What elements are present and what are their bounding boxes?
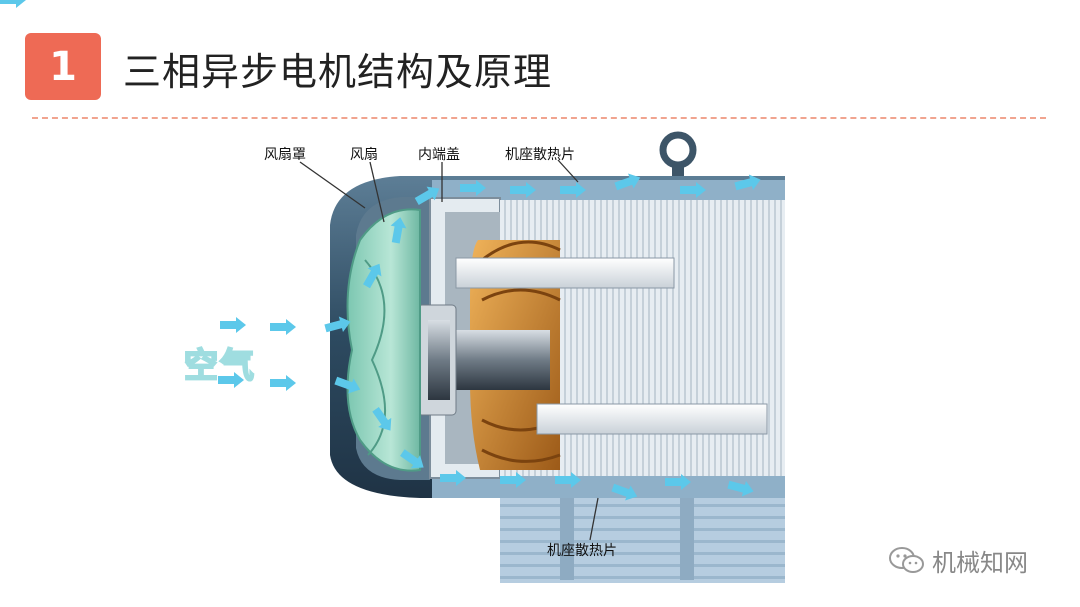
leader-lines <box>299 159 599 541</box>
label-fan-cover: 风扇罩 <box>264 147 306 163</box>
label-frame-fins-bottom: 机座散热片 <box>547 543 617 559</box>
airflow-arrows <box>0 0 763 504</box>
rotor-bar-bottom <box>536 403 768 435</box>
title-divider <box>32 117 1046 119</box>
slide-title: 三相异步电机结构及原理 <box>123 50 553 94</box>
rotor-bar-top <box>455 257 675 289</box>
lifting-eye-bolt <box>659 131 697 176</box>
base-frame <box>500 488 785 583</box>
fan <box>346 208 421 472</box>
label-fan: 风扇 <box>350 147 378 163</box>
section-number-badge: 1 <box>25 33 101 100</box>
watermark-text: 机械知网 <box>932 549 1028 577</box>
label-inner-end-cap: 内端盖 <box>418 147 460 163</box>
label-frame-fins-top: 机座散热片 <box>505 147 575 163</box>
wechat-icon <box>889 546 924 573</box>
watermark: 机械知网 <box>888 543 1028 578</box>
label-air: 空气 <box>183 345 256 387</box>
